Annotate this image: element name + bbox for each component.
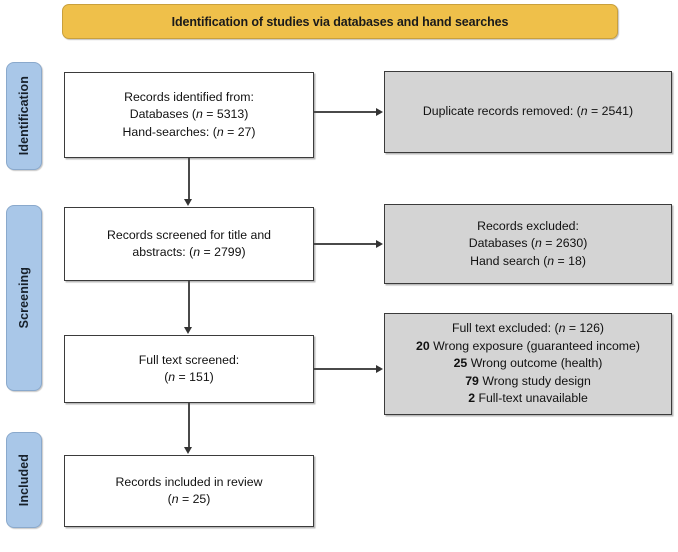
connector-identified-to-duplicates — [314, 111, 377, 113]
connector-fulltext-to-fulltext-excluded — [314, 368, 377, 370]
connector-screened-to-fulltext — [188, 281, 190, 328]
box-text-line: Records screened for title and — [106, 227, 272, 242]
box-text-line: Full text excluded: (n = 126) — [451, 321, 605, 336]
diagram-title: Identification of studies via databases … — [171, 14, 509, 29]
box-text-line: Databases (n = 2630) — [468, 236, 588, 251]
box-duplicate-records-removed-text: Duplicate records removed: (n = 2541) — [423, 103, 633, 120]
arrowhead-screened-to-excluded-icon — [376, 239, 383, 248]
box-full-text-excluded-text: Full text excluded: (n = 126) 20 Wrong ex… — [416, 320, 640, 407]
arrowhead-screened-to-fulltext-icon — [183, 327, 192, 334]
box-text-line: (n = 151) — [164, 370, 214, 384]
n-symbol: n — [216, 124, 224, 139]
n-symbol: n — [196, 107, 203, 122]
box-text-line: Hand search (n = 18) — [470, 253, 586, 268]
box-full-text-excluded: Full text excluded: (n = 126) 20 Wrong ex… — [384, 313, 672, 415]
stage-label-screening: Screening — [17, 267, 31, 329]
connector-fulltext-to-included — [188, 403, 190, 448]
n-symbol: n — [580, 104, 588, 119]
box-records-excluded: Records excluded: Databases (n = 2630) Han… — [384, 204, 672, 284]
box-duplicate-records-removed: Duplicate records removed: (n = 2541) — [384, 71, 672, 153]
n-symbol: n — [547, 253, 555, 268]
connector-identified-to-screened — [188, 158, 190, 200]
diagram-header-banner: Identification of studies via databases … — [62, 4, 618, 39]
n-symbol: n — [193, 245, 201, 259]
box-text-line: Records identified from: — [124, 89, 254, 104]
n-symbol: n — [535, 236, 542, 251]
box-full-text-screened: Full text screened: (n = 151) — [64, 335, 314, 403]
excluded-count: 25 — [453, 356, 468, 371]
arrowhead-identified-to-screened-icon — [183, 199, 192, 206]
n-symbol: n — [168, 370, 176, 384]
box-records-screened-text: Records screened for title and abstracts:… — [107, 227, 271, 262]
box-text-line: Full text screened: — [138, 352, 240, 367]
box-records-screened: Records screened for title and abstracts:… — [64, 207, 314, 281]
n-symbol: n — [171, 492, 179, 506]
box-records-identified: Records identified from: Databases (n = 5… — [64, 72, 314, 158]
stage-tab-screening: Screening — [6, 205, 42, 391]
box-full-text-screened-text: Full text screened: (n = 151) — [139, 352, 239, 387]
box-text-line: Databases (n = 5313) — [129, 107, 249, 122]
box-records-included: Records included in review (n = 25) — [64, 455, 314, 527]
box-text-line: Records excluded: — [477, 218, 579, 233]
box-text-line: 79 Wrong study design — [465, 373, 591, 388]
box-text-line: 25 Wrong outcome (health) — [453, 356, 603, 371]
box-text-line: Duplicate records removed: (n = 2541) — [422, 104, 634, 119]
box-records-included-text: Records included in review (n = 25) — [116, 474, 263, 509]
stage-tab-identification: Identification — [6, 62, 42, 170]
box-text-line: 2 Full-text unavailable — [468, 391, 588, 406]
box-text-line: Hand-searches: (n = 27) — [122, 124, 256, 139]
box-records-excluded-text: Records excluded: Databases (n = 2630) Han… — [469, 218, 588, 270]
arrowhead-identified-to-duplicates-icon — [376, 107, 383, 116]
box-text-line: Records included in review — [115, 474, 263, 489]
excluded-count: 79 — [465, 373, 479, 388]
box-text-line: (n = 25) — [167, 492, 211, 506]
stage-tab-included: Included — [6, 432, 42, 528]
box-text-line: abstracts: (n = 2799) — [132, 245, 246, 259]
arrowhead-fulltext-to-included-icon — [183, 447, 192, 454]
excluded-count: 20 — [416, 338, 430, 353]
stage-label-identification: Identification — [17, 76, 31, 156]
box-text-line: 20 Wrong exposure (guaranteed income) — [416, 338, 640, 353]
n-symbol: n — [558, 321, 566, 336]
box-records-identified-text: Records identified from: Databases (n = 5… — [123, 89, 256, 141]
stage-label-included: Included — [17, 453, 31, 507]
arrowhead-fulltext-to-fulltext-excluded-icon — [376, 364, 383, 373]
excluded-count: 2 — [468, 391, 476, 406]
connector-screened-to-excluded — [314, 243, 377, 245]
